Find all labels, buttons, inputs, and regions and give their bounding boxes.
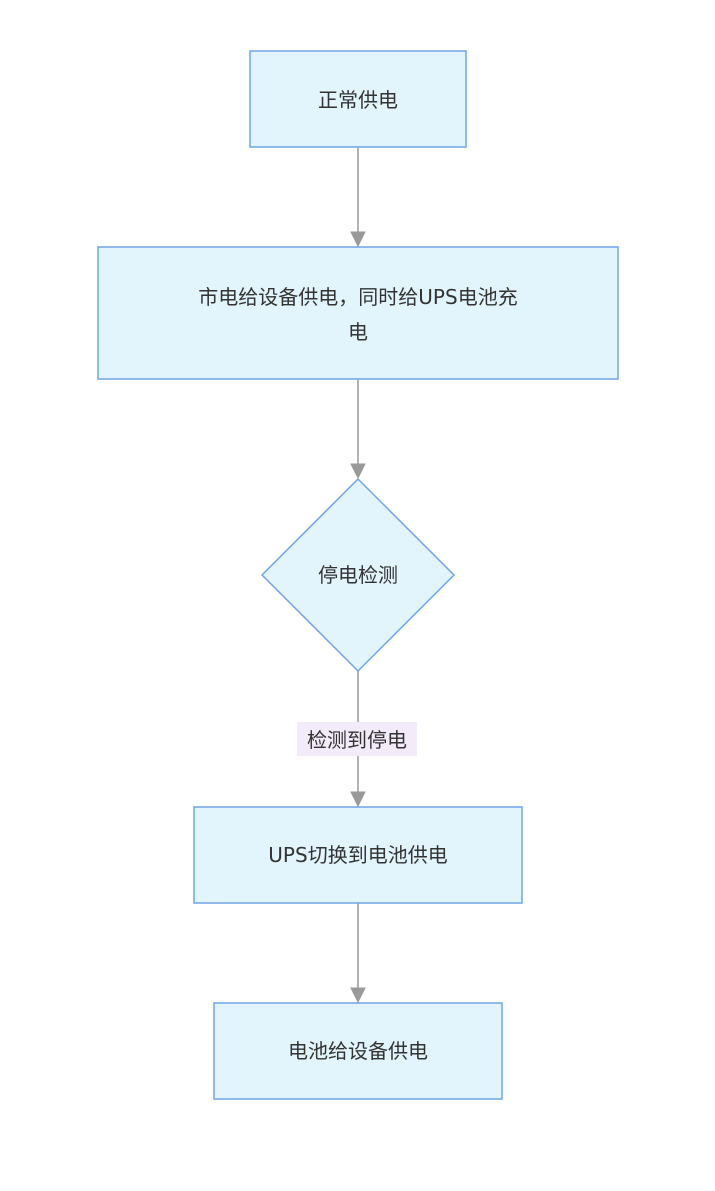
edge-normal-to-mains [350, 147, 366, 248]
node-label: 电池给设备供电 [288, 1039, 428, 1063]
node-label: 正常供电 [318, 88, 398, 112]
edge-label-text: 检测到停电 [307, 728, 407, 752]
edge-switch-to-battery [350, 903, 366, 1004]
node-label: 停电检测 [318, 563, 398, 587]
arrowhead [350, 231, 366, 248]
edge-label-detected-outage: 检测到停电 [297, 722, 417, 756]
arrowhead [350, 791, 366, 808]
node-label: UPS切换到电池供电 [268, 843, 447, 867]
node-label-line1: 市电给设备供电，同时给UPS电池充 [198, 285, 517, 309]
node-battery-power: 电池给设备供电 [213, 1002, 503, 1100]
node-normal-power: 正常供电 [249, 50, 467, 148]
node-ups-switch: UPS切换到电池供电 [193, 806, 523, 904]
node-mains-power: 市电给设备供电，同时给UPS电池充 电 [97, 246, 619, 380]
node-outage-detection: 停电检测 [260, 477, 456, 673]
node-label-line2: 电 [348, 320, 368, 344]
edge-mains-to-detect [350, 379, 366, 480]
arrowhead [350, 463, 366, 480]
arrowhead [350, 987, 366, 1004]
